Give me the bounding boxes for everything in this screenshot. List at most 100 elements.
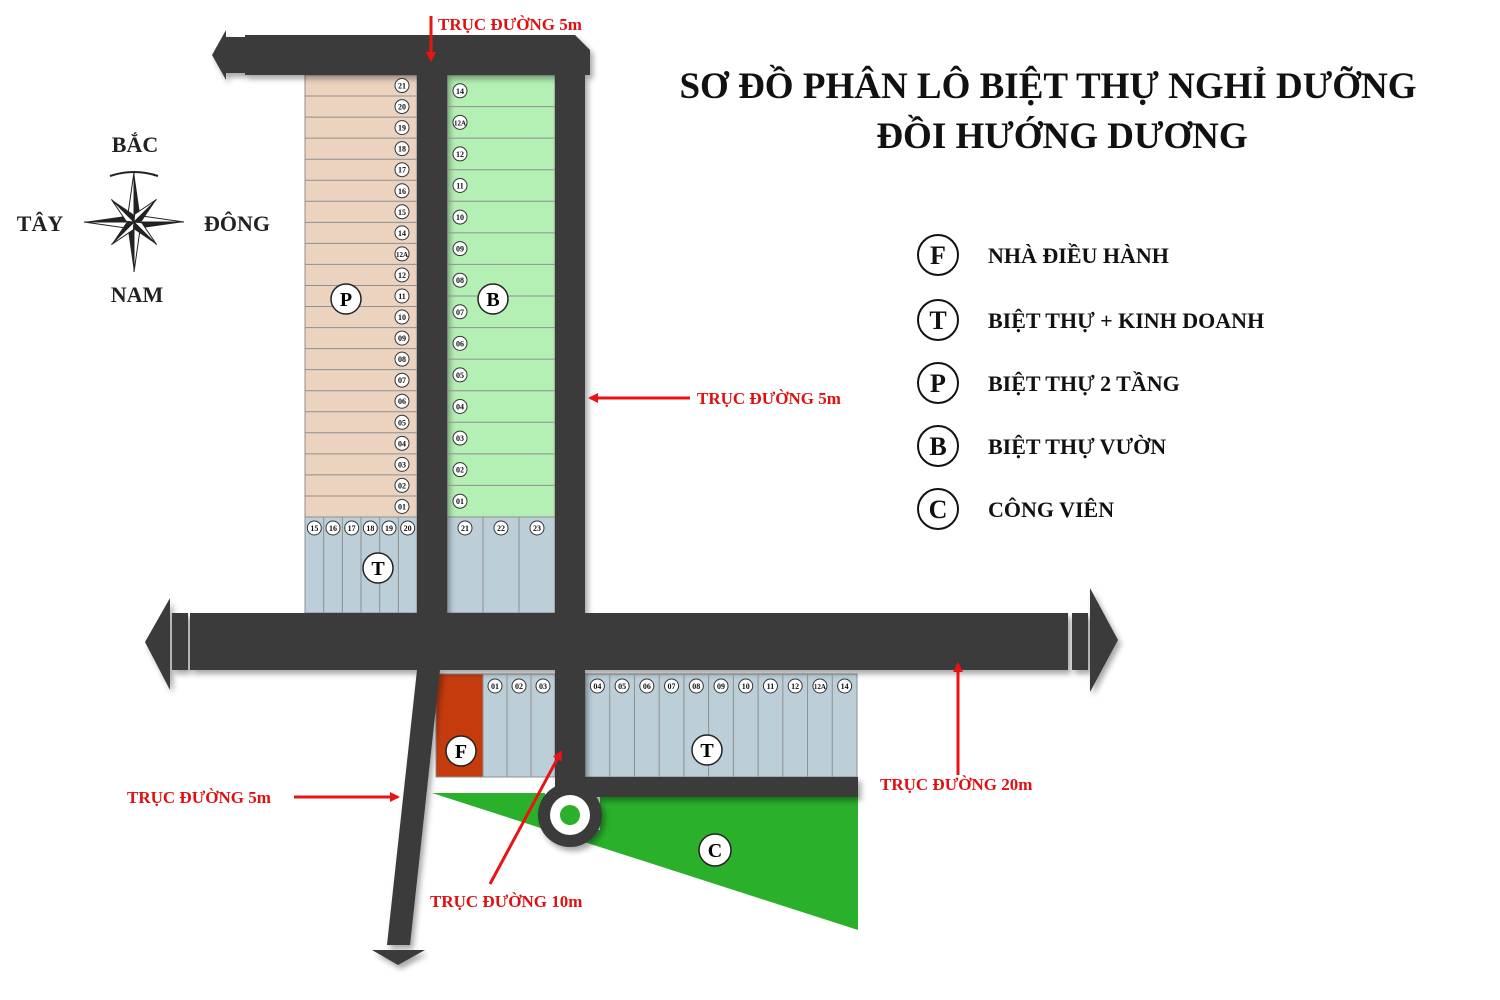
legend-symbol-circle [917,299,959,341]
road-south-spur [555,777,858,797]
road-southwest-arrowhead [372,950,425,965]
p-lot-20-label: 20 [398,103,406,112]
b-lot-01-circle [452,493,468,509]
c-zone-badge [698,833,732,867]
p-lot-14-label: 14 [398,229,406,238]
t-north-left-lot-19-circle [381,520,397,536]
p-lot-06-circle [394,393,410,409]
t-south-left-lot-01: 01 [487,678,503,694]
f-zone-label: F [455,741,467,763]
t-south-right-lot-10-label: 10 [742,682,750,691]
b-lot-10: 10 [452,209,468,225]
southwest-road-label: TRỤC ĐƯỜNG 5m [127,788,271,807]
road-top-end [226,37,245,73]
p-lot-08: 08 [394,351,410,367]
p-lot-02-label: 02 [398,481,406,490]
legend-symbol: T [929,306,946,335]
t-south-zone-badge [691,734,723,766]
t-south-right-lot-12-label: 12 [791,682,799,691]
road-main-west-end [172,613,188,670]
b-lot-09-circle [452,241,468,257]
t-north-left-lot-16-label: 16 [329,524,337,533]
p-lot-09: 09 [394,330,410,346]
b-lot-12a-circle [452,114,468,130]
p-lot-06-label: 06 [398,397,406,406]
t-south-right-lot-14: 14 [837,678,853,694]
p-lot-03-circle [394,456,410,472]
t-south-right-lot-12: 12 [787,678,803,694]
p-lot-07-label: 07 [398,376,406,385]
f-zone-badge [445,735,477,767]
b-lot-09-label: 09 [456,245,464,254]
p-lot-12-label: 12 [398,271,406,280]
road-south-10m [555,670,585,795]
p-lot-07-circle [394,372,410,388]
b-zone-badge [477,283,509,315]
legend-symbol: B [929,432,946,461]
t-north-right-lot-22: 22 [493,520,509,536]
t-south-left-lot-03-circle [535,678,551,694]
b-lot-02-circle [452,462,468,478]
t-north-left-lot-19: 19 [381,520,397,536]
b-lot-05-label: 05 [456,371,464,380]
t-south-right-lot-08-label: 08 [692,682,700,691]
b-lot-09: 09 [452,241,468,257]
p-lot-04-label: 04 [398,439,406,448]
p-lot-17-label: 17 [398,166,406,175]
c-zone-label: C [708,840,722,862]
t-north-left-lot-16: 16 [325,520,341,536]
t-south-left-lot-02-label: 02 [515,682,523,691]
p-lot-08-label: 08 [398,355,406,364]
t-north-left-lot-19-label: 19 [385,524,393,533]
road-main-east-end [1072,613,1088,670]
legend-label: CÔNG VIÊN [988,497,1114,522]
legend-symbol-circle [917,234,959,276]
t-north-left-lot-20: 20 [400,520,416,536]
p-lot-12a-circle [394,246,410,262]
t-south-right-lot-10: 10 [738,678,754,694]
b-lot-03-label: 03 [456,434,464,443]
compass-labels: BẮC NAM TÂY ĐÔNG [17,132,270,307]
p-lot-12: 12 [394,267,410,283]
t-south-right-lot-07-label: 07 [668,682,676,691]
b-lot-02-label: 02 [456,466,464,475]
b-lot-04-label: 04 [456,403,464,412]
p-lot-14-circle [394,225,410,241]
b-lot-05-circle [452,367,468,383]
compass-star-s [128,222,134,272]
b-lot-04: 04 [452,399,468,414]
b-lot-12a-label: 12A [454,119,466,127]
t-north-right-lot-21: 21 [457,520,473,536]
t-north-zone-label: T [371,558,385,580]
lot-layer: 212019181716151412A121110090807060504030… [305,78,853,777]
p-lot-01-circle [394,498,410,514]
p-lot-08-circle [394,351,410,367]
t-south-right-lot-05-circle [614,678,630,694]
t-north-right-lot-21-circle [457,520,473,536]
compass-north-label: BẮC [112,132,158,157]
p-lot-17: 17 [394,162,410,178]
t-south-right-lot-11: 11 [762,678,778,694]
t-north-right-lot-23-circle [529,520,545,536]
p-lot-14: 14 [394,225,410,241]
title-line-1: SƠ ĐỒ PHÂN LÔ BIỆT THỰ NGHỈ DƯỠNG [679,63,1416,107]
b-lot-11-label: 11 [456,182,464,191]
p-lot-20-circle [394,99,410,115]
t-north-left-lot-18: 18 [362,520,378,536]
b-lot-04-circle [452,399,468,414]
zone-badges: P B T T F C [330,283,732,867]
t-south-right-lot-05-label: 05 [618,682,626,691]
p-lot-11-label: 11 [398,292,406,301]
b-zone-label: B [486,289,499,311]
p-lot-03: 03 [394,456,410,472]
b-lot-14: 14 [452,83,468,99]
p-lot-19-circle [394,120,410,136]
b-lot-07-circle [452,304,468,320]
t-south-right-lot-09-label: 09 [717,682,725,691]
title-line-2: ĐỒI HƯỚNG DƯƠNG [876,113,1247,157]
road-west-vertical [417,35,447,670]
p-lot-21-circle [394,78,410,94]
